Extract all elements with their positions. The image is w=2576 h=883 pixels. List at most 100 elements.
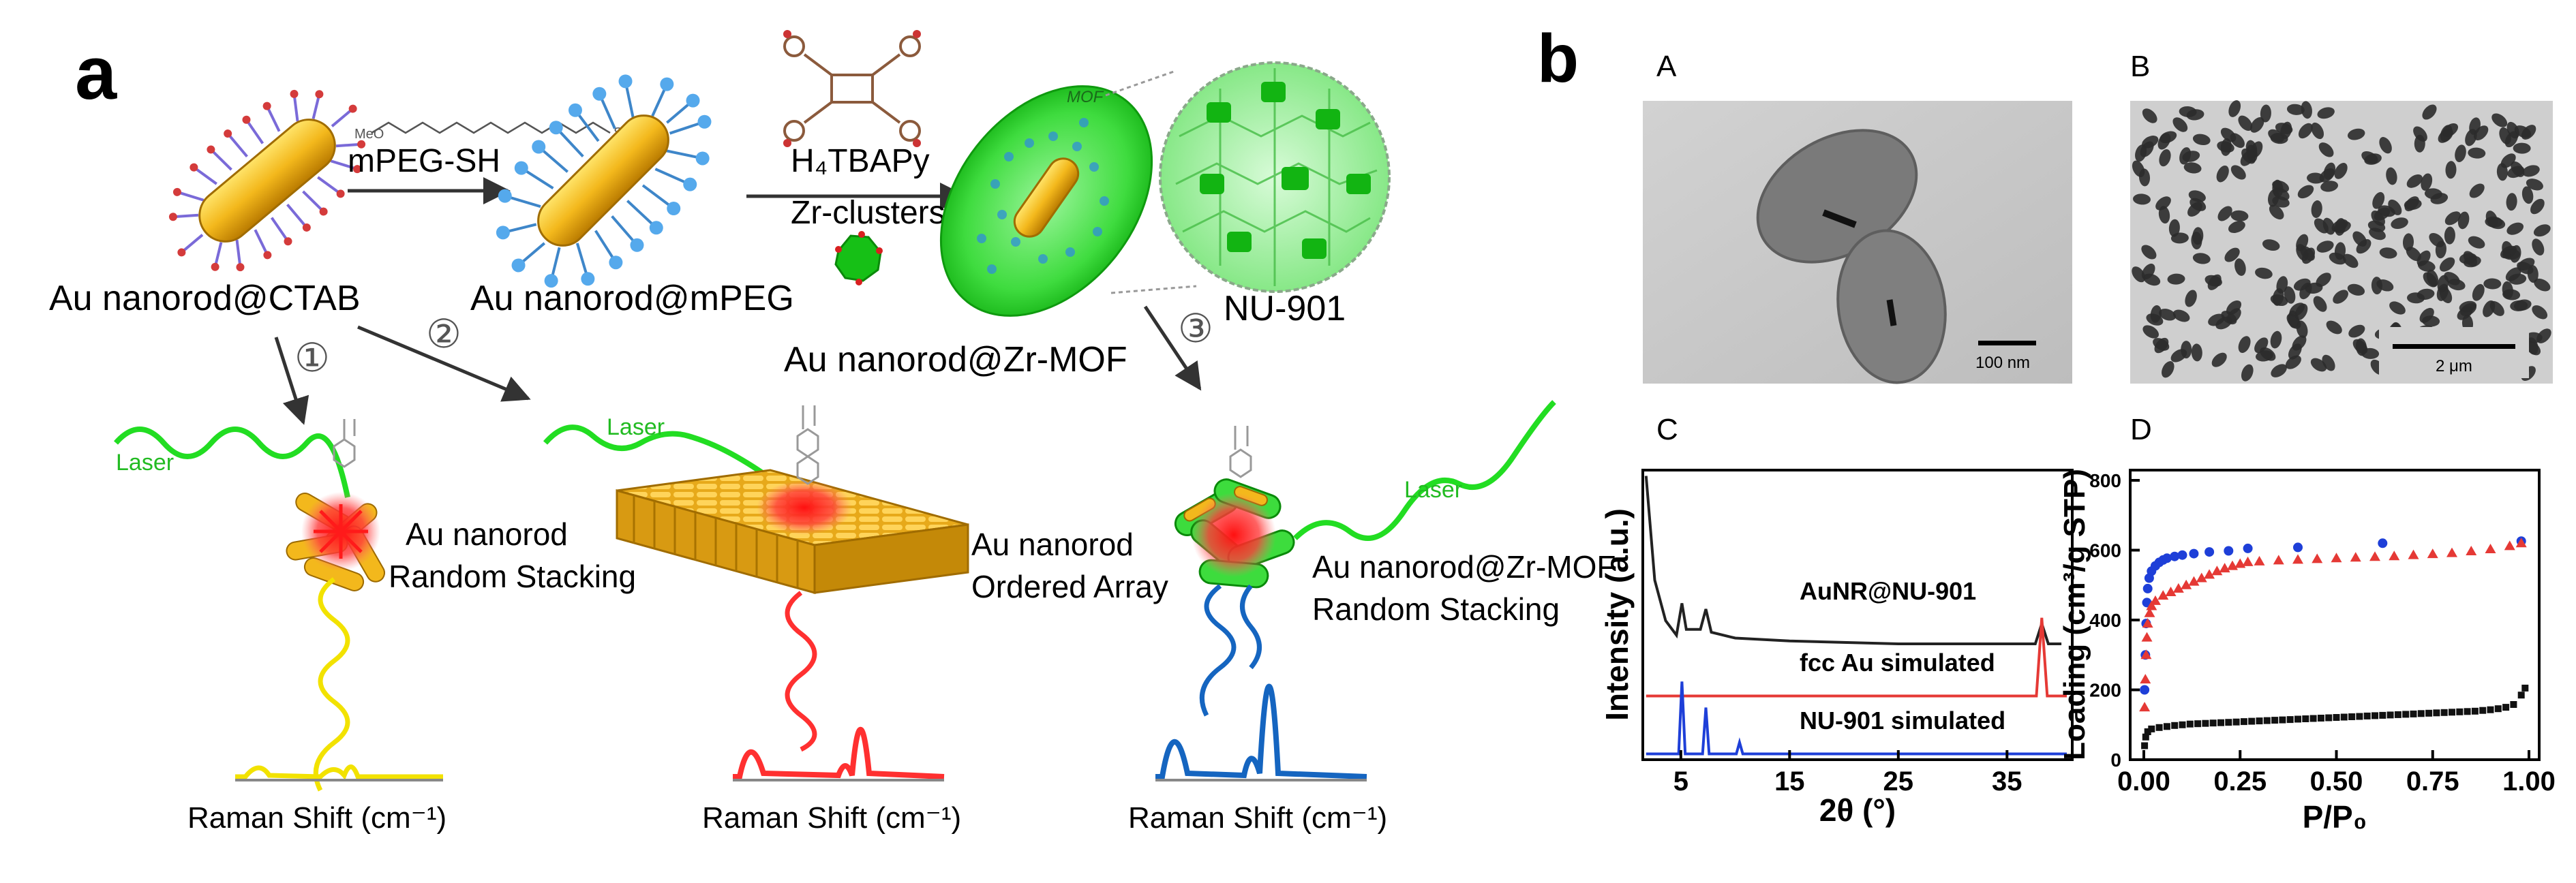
- panel-a-letter: a: [75, 31, 117, 115]
- reagent-mpeg-sh: mPEG-SH: [348, 143, 500, 179]
- nanoparticle: [2311, 200, 2322, 218]
- chart-d-point: [2394, 711, 2401, 718]
- nanoparticle: [2386, 167, 2397, 185]
- chart-d-point: [2217, 719, 2224, 726]
- chart-d-point: [2157, 590, 2169, 600]
- chart-c-series-line: [1646, 617, 2067, 698]
- chart-d-point: [2333, 714, 2340, 721]
- nanoparticle: [2272, 179, 2284, 198]
- route-2-number: ②: [426, 312, 461, 356]
- nanoparticle: [2334, 163, 2348, 179]
- nanoparticle: [2388, 199, 2402, 215]
- nanoparticle: [2525, 341, 2541, 356]
- nanoparticle: [2532, 238, 2545, 255]
- nanoparticle: [2238, 336, 2251, 353]
- nanoparticle: [2348, 324, 2365, 338]
- nanoparticle: [2347, 128, 2365, 140]
- chart-d-point: [2479, 707, 2487, 714]
- nanoparticle: [2160, 131, 2177, 144]
- chart-c-series-label: fcc Au simulated: [1800, 649, 1995, 677]
- nanoparticle: [2298, 123, 2313, 139]
- chart-d-point: [2350, 552, 2361, 562]
- chart-d-point: [2232, 718, 2240, 726]
- nanoparticle: [2168, 219, 2180, 237]
- nanoparticle: [2142, 136, 2159, 149]
- nanoparticle: [2352, 231, 2367, 247]
- nanoparticle: [2468, 236, 2485, 249]
- nanoparticle: [2534, 278, 2551, 292]
- chart-d-point: [2292, 554, 2303, 564]
- nanoparticle: [2438, 128, 2453, 143]
- nanoparticle: [2424, 188, 2442, 200]
- chart-d-point: [2263, 717, 2271, 724]
- nanoparticle: [2271, 364, 2287, 377]
- nanoparticle: [2437, 275, 2449, 293]
- chart-d-point: [2179, 721, 2186, 728]
- nanoparticle: [2445, 161, 2457, 179]
- label-au-nanorod-mpeg: Au nanorod@mPEG: [470, 279, 794, 318]
- nanoparticle: [2220, 127, 2237, 142]
- chart-d-point: [2242, 556, 2254, 566]
- nanoparticle: [2142, 108, 2157, 123]
- nanoparticle: [2133, 193, 2151, 205]
- nanoparticle: [2230, 165, 2246, 180]
- spectrum-2-axis-label: Raman Shift (cm⁻¹): [702, 801, 961, 835]
- nanoparticle: [2170, 349, 2187, 362]
- chart-d-ytick-label: 800: [2089, 470, 2121, 491]
- chart-d-point: [2449, 709, 2455, 716]
- chart-d-point: [2162, 553, 2172, 563]
- chart-d-point: [2386, 711, 2394, 719]
- nanoparticle: [2220, 138, 2232, 156]
- label-nu-901: NU-901: [1224, 289, 1346, 328]
- nanoparticle: [2301, 101, 2312, 119]
- zr-cluster-icon: [834, 231, 883, 285]
- nanoparticle: [2240, 150, 2254, 166]
- chart-d-point: [2196, 572, 2207, 583]
- chart-d-point: [2194, 720, 2202, 728]
- chart-d-point: [2309, 715, 2317, 722]
- chart-d-point: [2148, 725, 2155, 732]
- chart-d-point: [2348, 713, 2356, 720]
- chart-d-point: [2312, 553, 2323, 563]
- chart-d-point: [2234, 558, 2246, 568]
- chart-d-point: [2471, 707, 2479, 715]
- spectrum-3-axis-label: Raman Shift (cm⁻¹): [1128, 801, 1387, 835]
- chart-d-point: [2140, 674, 2151, 684]
- chart-d-xlabel: P/P₀: [2303, 799, 2367, 835]
- nanoparticle: [2347, 283, 2365, 296]
- chart-c-series-label: AuNR@NU-901: [1800, 577, 1976, 605]
- chart-d-point: [2204, 547, 2215, 557]
- nanoparticle: [2439, 257, 2455, 272]
- probe-molecule-3: [1229, 426, 1252, 478]
- nanoparticle: [2138, 168, 2151, 187]
- chart-d-point: [2302, 715, 2309, 722]
- nu-901-framework-illustration: [1159, 61, 1391, 293]
- nanoparticle: [2285, 355, 2301, 369]
- nanoparticle: [2326, 320, 2342, 335]
- nanoparticle: [2286, 104, 2305, 115]
- nanoparticle: [2522, 165, 2540, 177]
- chart-d-point: [2140, 685, 2150, 695]
- nanoparticle: [2459, 253, 2477, 264]
- nanoparticle: [2241, 364, 2254, 382]
- scale-bar-a: [1978, 341, 2036, 345]
- chart-d-point: [2369, 551, 2380, 561]
- chart-d-point: [2163, 723, 2170, 730]
- chart-d-point: [2521, 684, 2529, 692]
- nanoparticle: [2376, 279, 2394, 292]
- chart-d-point: [2294, 715, 2301, 723]
- laser-label-1: Laser: [116, 450, 174, 476]
- nanoparticle: [2333, 290, 2348, 304]
- chart-d-point: [2202, 719, 2209, 727]
- nanoparticle: [2435, 241, 2446, 259]
- nanoparticle: [2511, 161, 2525, 177]
- nanoparticle: [2521, 186, 2534, 204]
- chart-d-point: [2243, 543, 2253, 553]
- probe-molecule-2: [796, 405, 819, 485]
- reagent-h4tbapy: H₄TBAPy: [791, 143, 930, 179]
- chart-d-point: [2331, 553, 2342, 563]
